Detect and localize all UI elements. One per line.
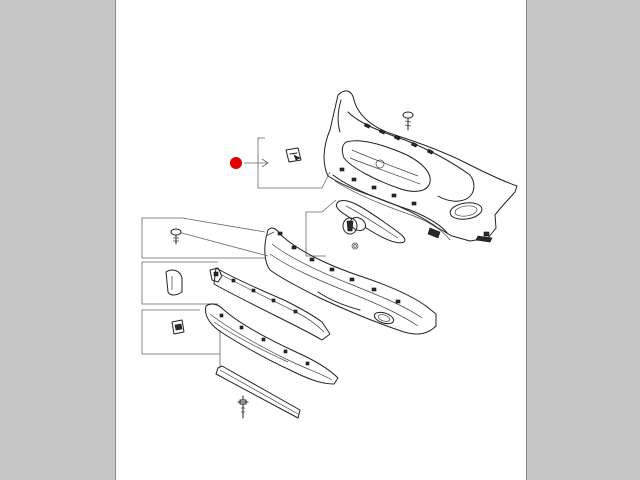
bolt[interactable] [237,395,249,419]
clip-retainer[interactable] [171,319,185,335]
mid-bar[interactable] [213,267,331,341]
callout-frame-top [244,137,331,189]
callout-frame-bracket [141,261,218,305]
bracket[interactable] [165,269,183,296]
push-clip[interactable] [170,228,182,245]
diagram-sheet [115,0,527,480]
lower-valance[interactable] [264,227,437,335]
front-emblem[interactable] [342,217,358,235]
small-badge[interactable] [351,242,359,250]
screw-top[interactable] [402,111,414,131]
callout-frame-pushclip [141,217,269,259]
callout-frame-retainer [141,309,221,355]
callout-marker[interactable] [230,157,242,169]
skid-plate[interactable] [205,303,339,385]
bumper-cover[interactable] [323,90,518,243]
callout-frame-grille [305,199,337,257]
lower-strip[interactable] [215,365,301,419]
clip-small[interactable] [285,147,302,163]
grille-center-badge[interactable] [336,200,406,244]
